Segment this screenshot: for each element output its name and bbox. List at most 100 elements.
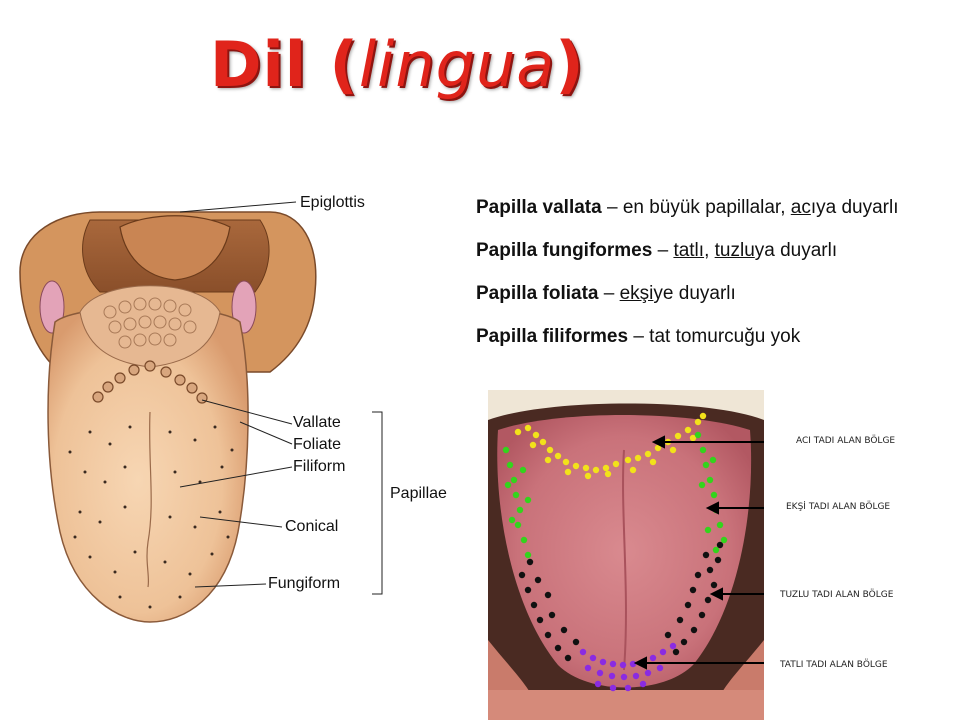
sour-zone-dot (704, 526, 712, 534)
taste-keyword: tuzlu (714, 240, 755, 261)
salty-zone-dot (544, 631, 552, 639)
sour-zone-dot (506, 461, 514, 469)
label-epiglottis: Epiglottis (300, 194, 365, 211)
salty-zone-dot (702, 551, 710, 559)
sour-zone-dot (519, 466, 527, 474)
bitter-zone-dot (539, 438, 547, 446)
salty-zone-dot (554, 644, 562, 652)
bitter-zone-dot (669, 446, 677, 454)
sweet-zone-dot (608, 672, 616, 680)
sweet-zone-dot (589, 654, 597, 662)
sour-zone-dot (524, 496, 532, 504)
sweet-zone-dot (629, 660, 637, 668)
bitter-zone-dot (592, 466, 600, 474)
zone-label-salty: TUZLU TADI ALAN BÖLGE (780, 590, 894, 600)
sweet-zone-dot (596, 669, 604, 677)
description-separator: – (652, 240, 674, 261)
salty-zone-dot (534, 576, 542, 584)
title-close: ) (555, 28, 585, 101)
salty-zone-dot (526, 558, 534, 566)
sweet-zone-dot (644, 669, 652, 677)
papilla-term: Papilla fungiformes (476, 240, 653, 261)
description-text: ya duyarlı (754, 240, 838, 261)
bitter-zone-dot (514, 428, 522, 436)
salty-zone-dot (684, 601, 692, 609)
sweet-zone-dot (659, 648, 667, 656)
label-fungiform: Fungiform (268, 575, 341, 592)
papilla-term: Papilla filiformes (476, 326, 629, 347)
label-conical: Conical (285, 518, 339, 535)
sweet-zone-dot (579, 648, 587, 656)
sweet-zone-dot (624, 684, 632, 692)
salty-zone-dot (714, 556, 722, 564)
epiglottis-shape (119, 215, 231, 281)
sour-zone-dot (520, 536, 528, 544)
description-separator: – (598, 283, 620, 304)
bitter-zone-dot (694, 418, 702, 426)
papilla-term: Papilla foliata (476, 283, 599, 304)
salty-zone-dot (672, 648, 680, 656)
salty-zone-dot (560, 626, 568, 634)
bitter-zone-dot (649, 458, 657, 466)
sweet-zone-dot (632, 672, 640, 680)
bitter-zone-dot (532, 431, 540, 439)
zone-label-sweet: TATLI TADI ALAN BÖLGE (780, 660, 888, 670)
bitter-zone-dot (524, 424, 532, 432)
salty-zone-dot (698, 611, 706, 619)
salty-zone-dot (690, 626, 698, 634)
title-italic: lingua (358, 28, 556, 101)
bitter-zone-dot (654, 444, 662, 452)
sour-zone-dot (698, 481, 706, 489)
description-line: Papilla fungiformes – tatlı, tuzluya duy… (476, 239, 960, 282)
papilla-descriptions: Papilla vallata – en büyük papillalar, a… (476, 196, 960, 368)
salty-zone-dot (694, 571, 702, 579)
sweet-zone-dot (599, 658, 607, 666)
title-main: Dil (210, 28, 307, 101)
bitter-zone-dot (544, 456, 552, 464)
bitter-zone-dot (546, 446, 554, 454)
sour-zone-dot (720, 536, 728, 544)
sour-zone-dot (712, 546, 720, 554)
title-open: ( (306, 28, 359, 101)
sour-zone-dot (716, 521, 724, 529)
sweet-zone-dot (619, 661, 627, 669)
bitter-zone-dot (624, 456, 632, 464)
sour-zone-dot (508, 516, 516, 524)
salty-zone-dot (676, 616, 684, 624)
description-line: Papilla filiformes – tat tomurcuğu yok (476, 325, 960, 368)
salty-zone-dot (564, 654, 572, 662)
sour-zone-dot (512, 491, 520, 499)
description-text: ıya duyarlı (810, 197, 899, 218)
salty-zone-dot (704, 596, 712, 604)
bitter-zone-dot (582, 464, 590, 472)
taste-keyword: ac (790, 197, 811, 218)
sour-zone-dot (510, 476, 518, 484)
bitter-zone-dot (674, 432, 682, 440)
sweet-zone-dot (620, 673, 628, 681)
bitter-zone-dot (529, 441, 537, 449)
description-text: ye duyarlı (653, 283, 736, 304)
tongue-taste-map-photo (488, 390, 764, 720)
bitter-zone-dot (612, 460, 620, 468)
salty-zone-dot (536, 616, 544, 624)
salty-zone-dot (548, 611, 556, 619)
description-separator: – (601, 197, 623, 218)
sweet-zone-dot (594, 680, 602, 688)
sour-zone-dot (699, 446, 707, 454)
label-papillae: Papillae (390, 485, 447, 502)
sour-zone-dot (702, 461, 710, 469)
description-line: Papilla foliata – ekşiye duyarlı (476, 282, 960, 325)
bitter-zone-dot (562, 458, 570, 466)
zone-label-sour: EKŞİ TADI ALAN BÖLGE (786, 502, 891, 512)
sour-zone-dot (710, 491, 718, 499)
sour-zone-dot (694, 431, 702, 439)
sour-zone-dot (706, 476, 714, 484)
bitter-zone-dot (644, 450, 652, 458)
salty-zone-dot (530, 601, 538, 609)
sweet-zone-dot (584, 664, 592, 672)
description-separator: – (628, 326, 650, 347)
taste-keyword: ekşi (619, 283, 654, 304)
sour-zone-dot (514, 521, 522, 529)
bitter-zone-dot (699, 412, 707, 420)
sweet-zone-dot (639, 680, 647, 688)
